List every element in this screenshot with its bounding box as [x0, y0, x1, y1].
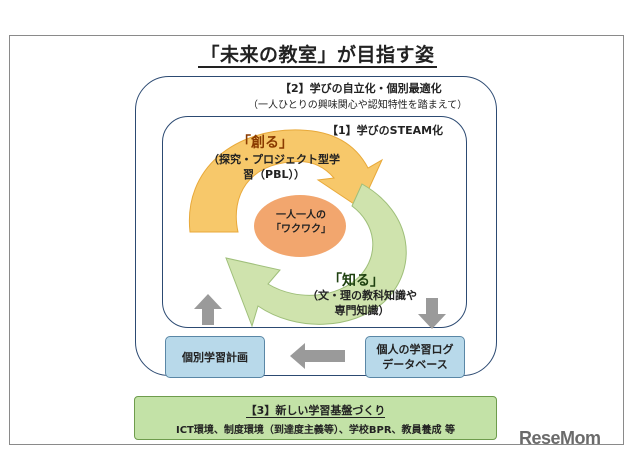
- left-arrow: [290, 343, 345, 369]
- learning-log-line-2: データベース: [382, 358, 448, 371]
- section3-box: 【3】新しい学習基盤づくり ICT環境、制度環境（到達度主義等）、学校BPR、教…: [134, 396, 497, 440]
- individual-plan-label: 個別学習計画: [182, 351, 248, 364]
- section2-subtitle: （一人ひとりの興味関心や認知特性を踏まえて）: [248, 100, 468, 111]
- section1-title: 【1】学びのSTEAM化: [327, 124, 444, 137]
- section2-title: 【2】学びの自立化・個別最適化: [280, 82, 442, 95]
- section2-box: [135, 76, 497, 376]
- know-arrow: [225, 183, 407, 328]
- section1-box: [162, 116, 467, 328]
- create-subtitle: （探究・プロジェクト型学習（PBL））: [208, 153, 340, 181]
- know-title: 「知る」: [328, 273, 384, 289]
- resemom-logo: ReseMom: [519, 428, 601, 448]
- learning-log-line-1: 個人の学習ログ: [376, 343, 454, 356]
- page-title: 「未来の教室」が目指す姿: [0, 40, 635, 68]
- center-line-1: 一人一人の: [276, 210, 326, 221]
- page-title-text: 「未来の教室」が目指す姿: [198, 44, 437, 68]
- learning-log-box: 個人の学習ログ データベース: [365, 336, 465, 378]
- create-title: 「創る」: [237, 135, 293, 151]
- section3-subtitle: ICT環境、制度環境（到達度主義等）、学校BPR、教員養成 等: [175, 425, 455, 436]
- down-arrow: [418, 298, 446, 329]
- create-arrow: [188, 129, 384, 233]
- center-line-2: 「ワクワク」: [271, 224, 331, 235]
- up-arrow: [194, 294, 222, 325]
- know-subtitle: （文・理の教科知識や専門知識）: [307, 289, 417, 317]
- section3-title: 【3】新しい学習基盤づくり: [245, 404, 386, 418]
- individual-plan-box: 個別学習計画: [165, 336, 265, 378]
- section3-title-wrap: 【3】新しい学習基盤づくり: [135, 402, 496, 418]
- center-ellipse: [254, 195, 346, 257]
- center-label: 一人一人の 「ワクワク」: [262, 209, 340, 237]
